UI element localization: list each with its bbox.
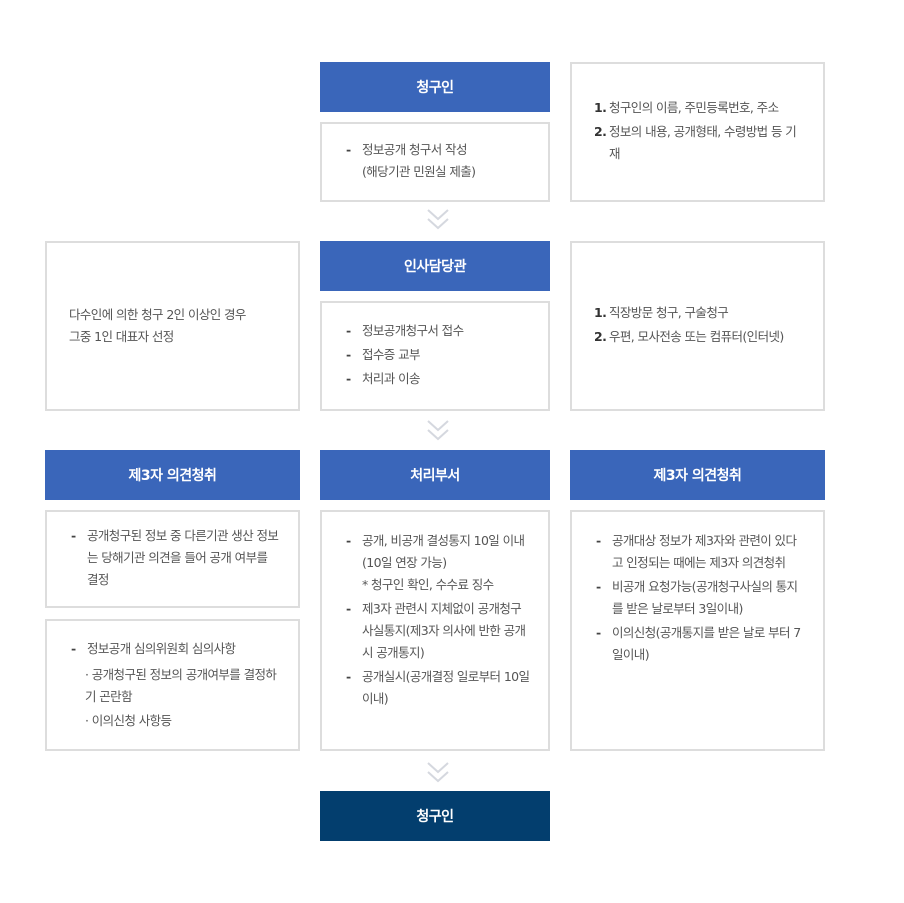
step3-left-box2-item: 정보공개 심의위원회 심의사항	[69, 638, 280, 660]
step2-side-left-box: 다수인에 의한 청구 2인 이상인 경우 그중 1인 대표자 선정	[45, 241, 300, 411]
step1-box: 정보공개 청구서 작성 (해당기관 민원실 제출)	[320, 122, 550, 202]
step3-left-box2-subitem: · 공개청구된 정보의 공개여부를 결정하기 곤란함	[85, 667, 277, 704]
step1-side-right-box: 1.청구인의 이름, 주민등록번호, 주소 2.정보의 내용, 공개형태, 수령…	[570, 62, 825, 202]
double-chevron-down-icon	[425, 760, 451, 786]
step1-item-line2: (해당기관 민원실 제출)	[362, 164, 476, 179]
item-text: 청구인의 이름, 주민등록번호, 주소	[609, 100, 779, 115]
step2-box: 정보공개청구서 접수 접수증 교부 처리과 이송	[320, 301, 550, 411]
step2-side-right-item: 1.직장방문 청구, 구술청구	[594, 302, 805, 324]
step2-header-hr-officer: 인사담당관	[320, 241, 550, 291]
item-number: 2.	[594, 124, 607, 139]
step3-center-header-label: 처리부서	[410, 468, 460, 484]
step1-list: 정보공개 청구서 작성 (해당기관 민원실 제출)	[344, 139, 528, 185]
step2-side-right-box: 1.직장방문 청구, 구술청구 2.우편, 모사전송 또는 컴퓨터(인터넷)	[570, 241, 825, 411]
step3-center-header-processing-dept: 처리부서	[320, 450, 550, 500]
step1-item-line1: 정보공개 청구서 작성	[362, 142, 467, 157]
step3-right-box: 공개대상 정보가 제3자와 관련이 있다고 인정되는 때에는 제3자 의견청취 …	[570, 510, 825, 751]
item-number: 1.	[594, 100, 607, 115]
double-chevron-down-icon	[425, 418, 451, 444]
step3-right-item: 이의신청(공개통지를 받은 날로 부터 7일이내)	[594, 622, 803, 666]
step1-side-right-item: 2.정보의 내용, 공개형태, 수령방법 등 기재	[594, 121, 803, 165]
step3-left-box2: 정보공개 심의위원회 심의사항 · 공개청구된 정보의 공개여부를 결정하기 곤…	[45, 619, 300, 751]
step2-side-left-line2: 그중 1인 대표자 선정	[69, 329, 174, 344]
step3-center-note: * 청구인 확인, 수수료 징수	[362, 577, 494, 592]
step3-left-box2-list: 정보공개 심의위원회 심의사항	[69, 638, 280, 662]
step2-side-right-list: 1.직장방문 청구, 구술청구 2.우편, 모사전송 또는 컴퓨터(인터넷)	[594, 302, 805, 350]
step1-item: 정보공개 청구서 작성 (해당기관 민원실 제출)	[344, 139, 528, 183]
item-text: 정보의 내용, 공개형태, 수령방법 등 기재	[609, 124, 797, 161]
step2-side-left-line1: 다수인에 의한 청구 2인 이상인 경우	[69, 307, 246, 322]
step2-header-label: 인사담당관	[404, 259, 466, 275]
step3-center-item-text: 공개, 비공개 결성통지 10일 이내(10일 연장 가능)	[362, 533, 525, 570]
step3-center-item: 공개실시(공개결정 일로부터 10일 이내)	[344, 666, 530, 710]
item-number: 1.	[594, 305, 607, 320]
step2-item: 처리과 이송	[344, 368, 528, 390]
step4-header-requester: 청구인	[320, 791, 550, 841]
step3-right-item: 공개대상 정보가 제3자와 관련이 있다고 인정되는 때에는 제3자 의견청취	[594, 530, 803, 574]
step3-left-header-third-party: 제3자 의견청취	[45, 450, 300, 500]
step3-center-box: 공개, 비공개 결성통지 10일 이내(10일 연장 가능) * 청구인 확인,…	[320, 510, 550, 751]
step3-right-item: 비공개 요청가능(공개청구사실의 통지를 받은 날로부터 3일이내)	[594, 576, 803, 620]
step3-right-header-third-party: 제3자 의견청취	[570, 450, 825, 500]
step3-left-box1-list: 공개청구된 정보 중 다른기관 생산 정보는 당해기관 의견을 들어 공개 여부…	[69, 525, 280, 593]
step2-list: 정보공개청구서 접수 접수증 교부 처리과 이송	[344, 320, 528, 392]
step3-center-item: 제3자 관련시 지체없이 공개청구 사실통지(제3자 의사에 반한 공개시 공개…	[344, 598, 530, 664]
step2-item: 접수증 교부	[344, 344, 528, 366]
item-text: 직장방문 청구, 구술청구	[609, 305, 729, 320]
item-number: 2.	[594, 329, 607, 344]
step3-center-list: 공개, 비공개 결성통지 10일 이내(10일 연장 가능) * 청구인 확인,…	[344, 530, 530, 712]
step3-left-box2-subitem: · 이의신청 사항등	[85, 713, 172, 728]
step2-item: 정보공개청구서 접수	[344, 320, 528, 342]
step4-header-label: 청구인	[416, 809, 454, 825]
step3-left-box1: 공개청구된 정보 중 다른기관 생산 정보는 당해기관 의견을 들어 공개 여부…	[45, 510, 300, 608]
step1-side-right-list: 1.청구인의 이름, 주민등록번호, 주소 2.정보의 내용, 공개형태, 수령…	[594, 97, 803, 167]
step3-left-box1-item: 공개청구된 정보 중 다른기관 생산 정보는 당해기관 의견을 들어 공개 여부…	[69, 525, 280, 591]
step1-header-requester: 청구인	[320, 62, 550, 112]
step1-header-label: 청구인	[416, 80, 454, 96]
item-text: 우편, 모사전송 또는 컴퓨터(인터넷)	[609, 329, 784, 344]
step1-side-right-item: 1.청구인의 이름, 주민등록번호, 주소	[594, 97, 803, 119]
step2-side-right-item: 2.우편, 모사전송 또는 컴퓨터(인터넷)	[594, 326, 805, 348]
double-chevron-down-icon	[425, 207, 451, 233]
step3-right-list: 공개대상 정보가 제3자와 관련이 있다고 인정되는 때에는 제3자 의견청취 …	[594, 530, 803, 668]
step3-left-header-label: 제3자 의견청취	[128, 468, 217, 484]
step3-right-header-label: 제3자 의견청취	[653, 468, 742, 484]
step3-center-item: 공개, 비공개 결성통지 10일 이내(10일 연장 가능) * 청구인 확인,…	[344, 530, 530, 596]
